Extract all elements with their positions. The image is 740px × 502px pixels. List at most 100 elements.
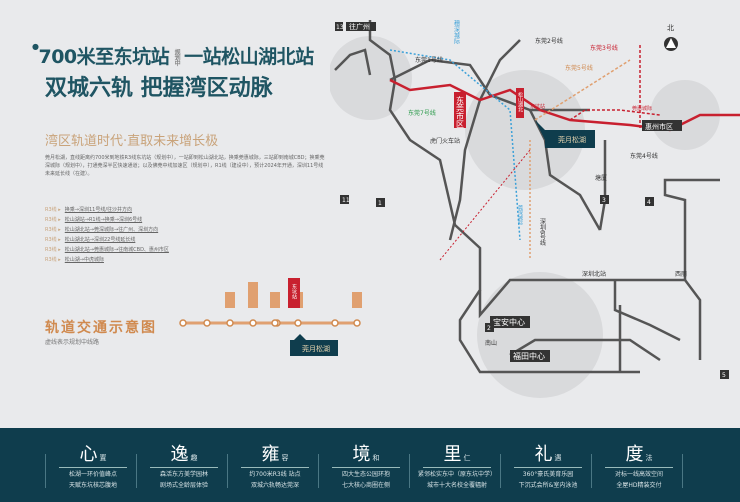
route-tag: R3线 ▸ [45,247,61,253]
diagram-subtitle: 虚线表示规划中线路 [45,339,100,346]
station-label: 东坑站 [530,103,545,110]
feature-line1: 约700米R3线 站点 [249,471,301,478]
feature-line2: 下沉式会所&室内泳池 [518,482,578,489]
area-label: 福田中心 [513,351,545,361]
feature-char: 礼 [534,444,553,465]
line-number: 3 [602,197,606,204]
line-label: 东莞1号线 [415,56,443,64]
route-item: R3线 ▸松山湖北站→莞深城际→往广州、深圳方向 [45,225,169,235]
feature-line2: 七大核心商圈在侧 [341,482,390,489]
station-dot [271,319,279,327]
route-item: R3线 ▸松山湖北站→莞惠城际→往南城CBD、惠州市区 [45,245,169,255]
line-number: 5 [722,372,726,379]
feature-line2: 剧场式全龄层体验 [159,482,208,489]
route-item: R3线 ▸松山湖站→R1线→换乘→深圳6号线 [45,215,169,225]
line-number: 2 [487,325,491,332]
title-part1: 700米至东坑站 [38,46,170,68]
diagram-title: 轨道交通示意图 [45,320,157,336]
line-label: 莞深城际 [517,204,523,226]
line-number: 4 [647,199,651,206]
feature-subchar: 仁 [463,454,471,462]
feature-line1: 森活东方美学园林 [159,471,208,478]
station-dot [179,319,187,327]
station-box [270,292,280,308]
station-dot [249,319,257,327]
feature-item: 里仁紧邻松实东中（原东坑中学）城市十大名校全覆辐射 [413,440,501,490]
station-box [352,292,362,308]
intro-heading: 湾区轨道时代·直取未来增长极 [45,134,219,149]
divider [591,454,592,488]
feature-char: 雍 [261,444,280,465]
feature-char: 里 [443,444,462,465]
route-item: R3线 ▸换乘→深圳11号线/往沙井方向 [45,205,169,215]
area-label: 东莞市区 [456,95,465,128]
station-label: 虎门火车站 [430,137,460,145]
divider [409,454,410,488]
station-label: 塘厦 [595,174,607,182]
line-number: 1 [378,200,382,207]
station-dot [226,319,234,327]
station-box [225,292,235,308]
line-number-badge [376,198,385,207]
feature-item: 逸趣森活东方美学园林剧场式全龄层体验 [140,440,228,490]
route-tag: R3线 ▸ [45,227,61,233]
station-label: 西丽 [675,271,687,278]
feature-char: 逸 [170,444,189,465]
page-subtitle: 双城六轨 把握湾区动脉 [45,76,273,101]
divider [45,454,46,488]
route-item: R3线 ▸松山湖北站→深圳22号线延长线 [45,235,169,245]
area-label: 宝安中心 [493,317,525,327]
feature-item: 雍容约700米R3线 站点双城六轨畅达莞深 [231,440,319,490]
line-number-badge [720,370,729,379]
page-title: ●700米至东坑站规划中一站松山湖北站 [32,42,314,68]
feature-char: 心 [79,444,98,465]
station-dot [353,319,361,327]
line-label: 东莞3号线 [590,44,618,52]
project-logo [290,340,338,356]
feature-char: 度 [625,444,644,465]
highlight-station-box [288,278,300,308]
line-diagram: 东坑站 莞月松湖 [179,278,362,356]
line-number: 11 [342,197,350,204]
feature-subchar: 置 [99,454,107,462]
route-text: 松山湖站→R1线→换乘→深圳6号线 [64,217,143,223]
station-dot [203,319,211,327]
route-text: 松山湖→中虎城际 [64,257,104,263]
divider [136,454,137,488]
divider [227,454,228,488]
transit-map: 13 往广州 北 穗深城际 东莞1号线 东莞2号线 东莞3号线 东莞5号线 东莞… [330,19,740,398]
station-dot [294,319,302,327]
to-guangzhou-label: 往广州 [349,22,370,31]
station-label: 深圳北站 [582,270,606,278]
route-text: 松山湖北站→深圳22号线延长线 [64,237,136,243]
line-number-badge [340,195,349,204]
divider [318,454,319,488]
line-label: 东莞4号线 [630,152,658,160]
feature-item: 境和四大生态公园环抱七大核心商圈在侧 [322,440,410,490]
route-text: 松山湖北站→莞惠城际→往南城CBD、惠州市区 [64,247,169,253]
divider [500,454,501,488]
feature-line2: 全屋HD精装交付 [616,482,662,489]
feature-item: 心置松湖一环价值峰点天赋东坑核芯腹地 [49,440,137,490]
line-number-badge [645,197,654,206]
feature-line1: 松湖一环价值峰点 [68,471,117,478]
feature-subchar: 趣 [190,454,198,462]
to-guangzhou-badge [346,22,376,31]
highlight-station-label: 东坑站 [291,283,297,300]
project-logo [545,130,595,148]
title-note: 规划中 [173,49,181,66]
feature-line1: 四大生态公园环抱 [341,471,390,478]
north-label: 北 [667,24,674,32]
feature-line1: 对标一线高效空间 [614,471,663,478]
feature-subchar: 和 [372,454,380,462]
feature-bar: 心置松湖一环价值峰点天赋东坑核芯腹地逸趣森活东方美学园林剧场式全龄层体验雍容约7… [0,428,740,502]
feature-line1: 360°豪氏美育乐园 [522,471,574,478]
feature-line2: 天赋东坑核芯腹地 [68,482,117,489]
route-text: 松山湖北站→莞深城际→往广州、深圳方向 [64,227,159,233]
route-tag: R3线 ▸ [45,217,61,223]
line-label: 东莞2号线 [535,37,563,45]
feature-char: 境 [352,444,371,465]
line-label: 东莞5号线 [565,64,593,72]
